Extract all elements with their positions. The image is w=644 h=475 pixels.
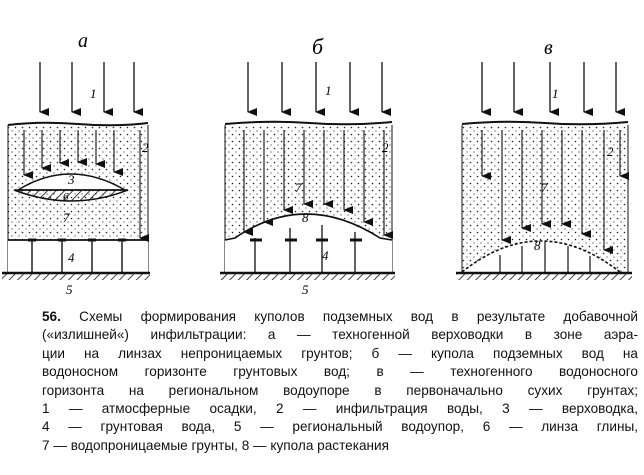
- panel-a-letter: а: [78, 30, 88, 52]
- panel-a-infiltration-arrows: [23, 130, 149, 242]
- figure-diagram: а: [2, 30, 632, 297]
- caption-line-1: 56. Схемы формирования куполов подземных…: [42, 309, 638, 324]
- panel-b-ground-surface: [224, 120, 393, 126]
- panel-c: в: [456, 37, 632, 280]
- figure-caption: 56. Схемы формирования куполов подземных…: [22, 308, 638, 455]
- panel-a-groundwater: [8, 240, 148, 272]
- figure-number: 56.: [42, 309, 61, 324]
- caption-line-8: 7 — водопроницаемые грунты, 8 — купола р…: [42, 437, 390, 453]
- caption-line-3: ции на линзах непроницаемых грунтов; б —…: [42, 345, 638, 361]
- panel-a-precipitation-arrows: [39, 62, 143, 116]
- panel-c-precipitation-arrows: [481, 62, 625, 116]
- panel-b-label-7: 7: [295, 180, 302, 195]
- panel-c-letter: в: [544, 37, 553, 59]
- panel-b-label-4: 4: [322, 248, 329, 263]
- panel-b-letter: б: [312, 34, 324, 59]
- caption-line-5: горизонта на региональном водоупоре в пе…: [42, 382, 638, 398]
- panel-c-label-2: 2: [607, 144, 614, 159]
- caption-line-2: («излишней«) инфильтрации: а — техногенн…: [42, 327, 638, 343]
- panel-c-ground-surface: [461, 120, 629, 126]
- panel-b-label-5: 5: [302, 282, 309, 297]
- panel-a-clay-lens: [13, 189, 129, 202]
- panel-b-precipitation-arrows: [247, 62, 391, 116]
- panel-b-label-1: 1: [325, 83, 332, 98]
- caption-line-7: 4 — грунтовая вода, 5 — региональный вод…: [42, 419, 638, 435]
- panel-c-label-8: 8: [534, 238, 541, 253]
- caption-line-6: 1 — атмосферные осадки, 2 — инфильтрация…: [42, 401, 638, 417]
- caption-line-4: водоносном горизонте грунтовых вод; в — …: [42, 364, 638, 380]
- panel-b-spreading-dome: [225, 214, 392, 272]
- panel-a-ground-surface: [7, 121, 149, 127]
- panel-a-label-3: 3: [67, 172, 75, 187]
- panel-a-label-2: 2: [142, 140, 149, 155]
- panel-a: а: [2, 30, 150, 297]
- panel-c-label-7: 7: [541, 180, 548, 195]
- panel-a-label-7: 7: [63, 210, 70, 225]
- panel-b-infiltration-arrows: [243, 130, 393, 239]
- panel-a-label-5: 5: [66, 282, 73, 297]
- panel-b-label-8: 8: [302, 210, 309, 225]
- panel-a-perched-water: [15, 173, 128, 191]
- panel-b-label-2: 2: [382, 140, 389, 155]
- panel-c-label-1: 1: [552, 86, 559, 101]
- panel-a-label-6: 6: [63, 191, 69, 203]
- panel-b: б: [220, 34, 395, 297]
- panel-a-label-4: 4: [68, 250, 75, 265]
- panel-a-label-1: 1: [90, 86, 97, 101]
- panel-c-infiltration-arrows: [481, 130, 629, 254]
